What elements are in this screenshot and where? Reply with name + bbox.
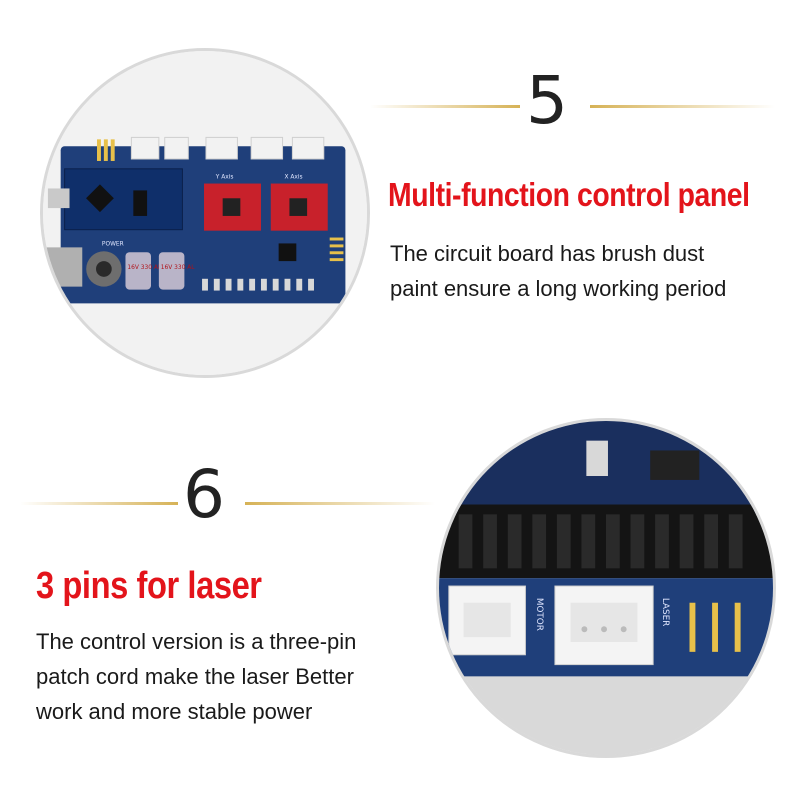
reset-button [586,440,608,477]
x-axis-label: X Axis [285,175,303,181]
section-6-line: work and more stable power [36,699,313,724]
connector-white [205,136,238,160]
capacitor-b [158,252,185,290]
motor-label: MOTOR [534,598,544,631]
arduino-nano [64,168,183,231]
capacitor-a-label: 16V 330 AL [127,265,161,271]
capacitor-b-label: 16V 330 AL [161,265,195,271]
connector-white [130,136,160,160]
section-5-line: The circuit board has brush dust [390,241,705,266]
section-6-line: The control version is a three-pin [36,629,357,654]
control-board-illustration: Y Axis X Axis POWER 16V 330 AL 16V 330 A… [43,51,367,375]
laser-pins-photo: MOTOR LASER [436,418,776,758]
connector-white [250,136,284,160]
chip [650,450,700,480]
driver-chip [289,198,308,216]
connector-white [164,136,189,160]
laser-pins-yellow [689,602,741,652]
driver-chip [222,198,241,216]
section-5-line: paint ensure a long working period [390,276,727,301]
section-number-5: 5 [526,62,568,139]
chip [133,190,148,216]
gold-divider [590,105,775,108]
section-6-line: patch cord make the laser Better [36,664,354,689]
control-board-photo: Y Axis X Axis POWER 16V 330 AL 16V 330 A… [40,48,370,378]
power-label: POWER [102,241,124,247]
section-6-heading: 3 pins for laser [36,565,262,607]
gold-divider [20,502,178,505]
pin-header-yellow [97,139,115,161]
usb-port [47,188,70,209]
section-6-description: The control version is a three-pin patch… [36,624,356,729]
laser-pins-illustration: MOTOR LASER [439,421,773,755]
resistor-row [202,278,314,291]
section-5-description: The circuit board has brush dust paint e… [390,236,726,306]
capacitor-a [125,252,151,290]
section-5-heading: Multi-function control panel [388,176,750,213]
mosfet [278,243,297,262]
power-jack [43,247,83,287]
gold-divider [370,105,520,108]
side-pins [329,237,344,262]
laser-label: LASER [660,598,670,626]
connector-white [291,136,325,160]
section-number-6: 6 [183,456,225,533]
y-axis-label: Y Axis [215,175,234,181]
gold-divider [245,502,435,505]
microcontroller-chip [86,184,114,213]
header-slots [458,514,743,569]
